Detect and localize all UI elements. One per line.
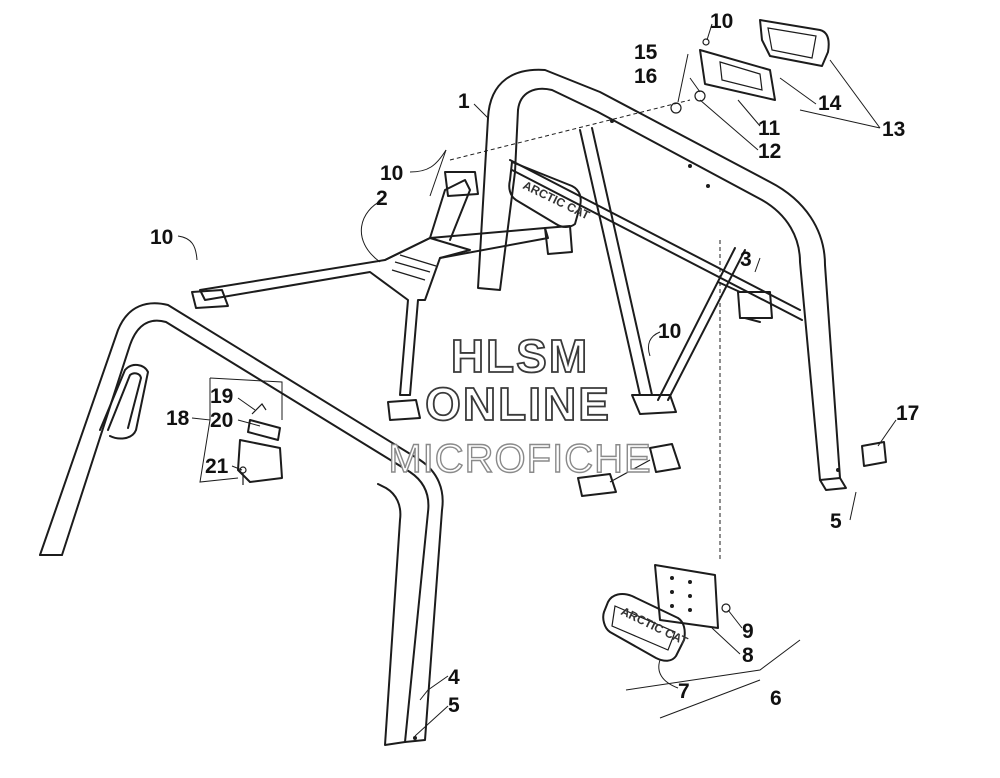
roll-bar-pad: ARCTIC CAT — [508, 161, 593, 228]
callout-labels: 1 2 3 4 5 5 6 7 8 9 10 10 10 10 11 12 13… — [150, 10, 919, 717]
callout-13[interactable]: 13 — [882, 118, 905, 141]
watermark: HLSM ONLINE MICROFICHE — [388, 329, 652, 482]
callout-21[interactable]: 21 — [205, 455, 229, 478]
callout-5-front[interactable]: 5 — [448, 694, 460, 717]
watermark-line-3: MICROFICHE — [388, 437, 651, 481]
callout-17[interactable]: 17 — [896, 402, 919, 425]
callout-5-rear[interactable]: 5 — [830, 510, 842, 533]
shoulder-bracket-assembly — [237, 403, 283, 485]
callout-7[interactable]: 7 — [678, 680, 690, 703]
callout-14[interactable]: 14 — [818, 92, 842, 115]
taillight-assembly — [670, 19, 830, 114]
callout-16[interactable]: 16 — [634, 65, 657, 88]
callout-10-left[interactable]: 10 — [150, 226, 173, 249]
callout-8[interactable]: 8 — [742, 644, 754, 667]
front-roll-bar — [39, 302, 444, 746]
work-light-assembly: ARCTIC CAT — [602, 564, 731, 662]
watermark-line-2: ONLINE — [425, 378, 611, 430]
watermark-line-1: HLSM — [451, 330, 589, 382]
callout-20[interactable]: 20 — [210, 409, 233, 432]
leader-lines — [177, 23, 897, 737]
callout-1[interactable]: 1 — [458, 90, 470, 113]
callout-18[interactable]: 18 — [166, 407, 190, 430]
callout-15[interactable]: 15 — [634, 41, 658, 64]
callout-10-center[interactable]: 10 — [658, 320, 681, 343]
callout-9[interactable]: 9 — [742, 620, 754, 643]
callout-11[interactable]: 11 — [758, 117, 781, 140]
callout-10-taillight[interactable]: 10 — [710, 10, 733, 33]
callout-19[interactable]: 19 — [210, 385, 233, 408]
leader-taillight — [449, 99, 691, 161]
rear-roll-bar — [477, 68, 847, 491]
callout-3[interactable]: 3 — [740, 248, 752, 271]
callout-12[interactable]: 12 — [758, 140, 781, 163]
callout-4[interactable]: 4 — [448, 666, 460, 689]
center-cross-bar — [191, 171, 573, 421]
callout-6[interactable]: 6 — [770, 687, 782, 710]
callout-10-crossbar[interactable]: 10 — [380, 162, 403, 185]
lower-center-bracket — [577, 443, 681, 497]
decal-17-shape — [861, 441, 887, 467]
callout-2[interactable]: 2 — [376, 187, 388, 210]
